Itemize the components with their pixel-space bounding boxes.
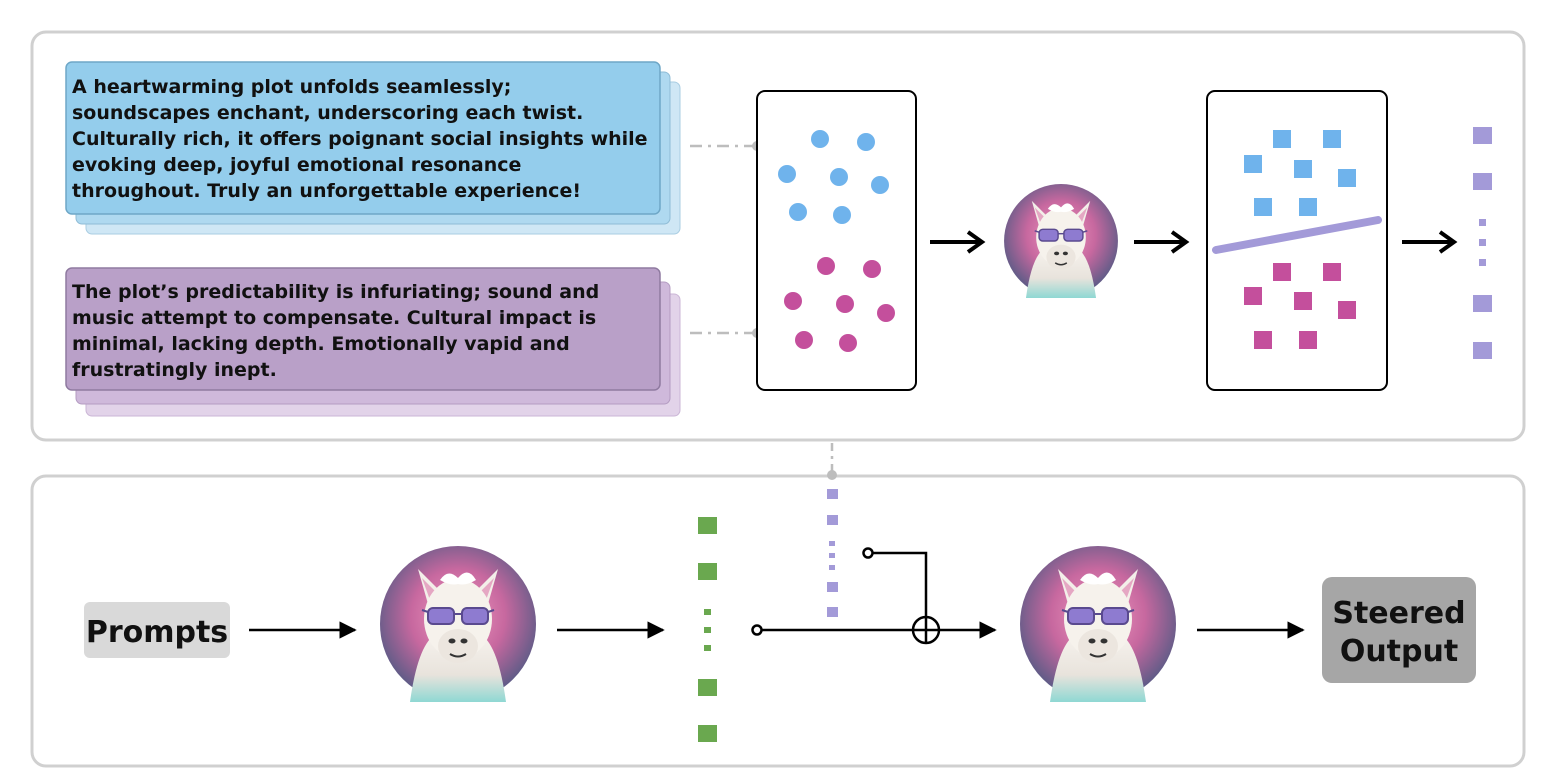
add-operator-icon (911, 615, 941, 645)
positive-squares (1244, 130, 1356, 216)
activation-points-box (756, 90, 917, 391)
prompts-label: Prompts (86, 615, 228, 650)
positive-line-5: throughout. Truly an unforgettable exper… (72, 180, 581, 202)
positive-line-4: evoking deep, joyful emotional resonance (72, 154, 521, 176)
bottom-panel (30, 474, 1526, 768)
positive-text: A heartwarming plot unfolds seamlessly; … (72, 76, 654, 202)
activation-vector (698, 517, 717, 742)
negative-text-card (65, 267, 661, 391)
negative-text: The plot’s predictability is infuriating… (72, 281, 606, 381)
negative-squares (1244, 263, 1356, 349)
negative-line-1: The plot’s predictability is infuriating… (72, 281, 599, 303)
panel-connector (827, 443, 837, 480)
classifier-box (1206, 90, 1388, 391)
llm-model-icon (1003, 183, 1119, 299)
steered-output-line-2: Output (1340, 634, 1458, 669)
steered-output-box: Steered Output (1322, 577, 1476, 683)
negative-line-2: music attempt to compensate. Cultural im… (72, 307, 596, 329)
positive-text-stack: A heartwarming plot unfolds seamlessly; … (65, 61, 681, 235)
positive-points (778, 130, 889, 224)
positive-line-1: A heartwarming plot unfolds seamlessly; (72, 76, 511, 98)
positive-text-card (65, 61, 661, 215)
steering-vector-bottom (827, 489, 838, 617)
top-panel (30, 30, 1526, 442)
negative-points (784, 257, 895, 352)
text-connectors (690, 141, 762, 338)
negative-line-3: minimal, lacking depth. Emotionally vapi… (72, 333, 570, 355)
llm-model-icon-input (379, 545, 537, 703)
llm-model-icon-steered (1019, 545, 1177, 703)
negative-line-4: frustratingly inept. (72, 359, 277, 381)
top-flow-arrows (930, 230, 1458, 254)
steered-output-line-1: Steered (1332, 596, 1465, 631)
separating-hyperplane (1212, 216, 1382, 254)
negative-text-stack: The plot’s predictability is infuriating… (65, 267, 681, 417)
positive-line-3: Culturally rich, it offers poignant soci… (72, 128, 648, 150)
prompts-box: Prompts (84, 602, 230, 658)
steering-vector-top (1473, 127, 1492, 359)
positive-line-2: soundscapes enchant, underscoring each t… (72, 102, 583, 124)
addition-path (751, 547, 997, 639)
